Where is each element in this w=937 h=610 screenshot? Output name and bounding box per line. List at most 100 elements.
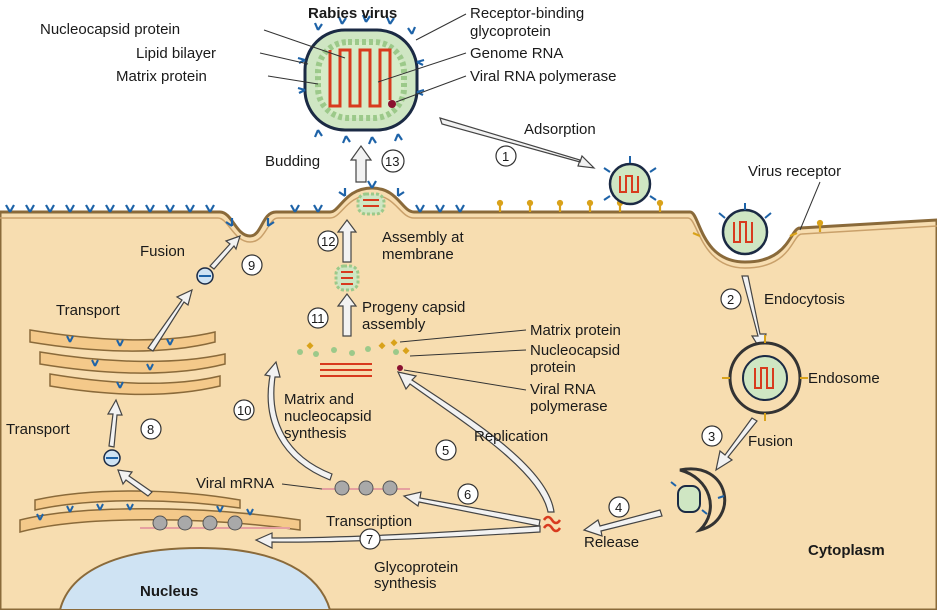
arrow-assembly-membrane [336, 219, 358, 263]
rabies-virion [297, 14, 425, 145]
label-nucleocapsid-line2: protein [530, 359, 576, 376]
virus-receptors [496, 199, 824, 238]
nucleus [58, 546, 332, 610]
step-11-label-line2: assembly [362, 316, 426, 333]
step-11-label-line1: Progeny capsid [362, 299, 465, 316]
step-7-badge [359, 528, 381, 550]
virus-leader-lines [259, 13, 467, 103]
budding-capsid [356, 192, 386, 216]
step-12-label-line1: Assembly at [382, 229, 465, 246]
arrow-replication [396, 371, 555, 513]
transport-vesicle-upper [196, 267, 214, 285]
step-10-number: 10 [237, 403, 251, 418]
virus-receptor-label: Virus receptor [748, 163, 841, 180]
arrow-capsid-assembly [336, 293, 358, 337]
viral-mrna-ribosomes [322, 480, 410, 496]
ribosomes-er [140, 515, 290, 531]
step-8-label: Transport [6, 421, 70, 438]
progeny-capsid [334, 264, 360, 292]
arrow-glycoprotein-synthesis [254, 525, 541, 549]
label-receptor-binding: Receptor-binding [470, 5, 584, 22]
arrow-golgi-to-vesicle [147, 288, 193, 352]
step-5-label: Replication [474, 428, 548, 445]
step-12-number: 12 [321, 234, 335, 249]
fused-endosome [670, 467, 727, 533]
label-polymerase-line1: Viral RNA [530, 381, 596, 398]
step-12-label-line2: membrane [382, 246, 454, 263]
step-11-number: 11 [311, 311, 325, 326]
virus-receptor-leader [799, 181, 821, 231]
step-6-number: 6 [464, 487, 471, 502]
step-1-label: Adsorption [524, 121, 596, 138]
step-5-number: 5 [442, 443, 449, 458]
label-polymerase-line2: polymerase [530, 398, 608, 415]
arrow-fusion-endosome [715, 417, 758, 472]
golgi-spikes [66, 335, 174, 389]
arrow-release [582, 509, 663, 537]
cytoplasm-label: Cytoplasm [808, 542, 885, 559]
label-lipid-bilayer: Lipid bilayer [136, 45, 216, 62]
arrow-er-to-vesicle [117, 469, 153, 497]
label-viral-rna-polymerase-top: Viral RNA polymerase [470, 68, 616, 85]
step-10-label-line2: nucleocapsid [284, 408, 372, 425]
label-nucleocapsid-protein-top: Nucleocapsid protein [40, 21, 180, 38]
arrow-vesicle-to-golgi [106, 398, 123, 448]
step-9-label: Fusion [140, 243, 185, 260]
step-1-badge [495, 145, 517, 167]
arrow-vesicle-fusion [209, 235, 241, 270]
step-5-badge [435, 439, 457, 461]
step-4-badge [608, 496, 630, 518]
arrow-adsorption [439, 117, 596, 169]
viral-mrna-label: Viral mRNA [196, 475, 274, 492]
adsorbing-virion [603, 156, 657, 206]
transport-vesicle-lower [103, 449, 121, 467]
viral-mrna-leader [281, 483, 323, 490]
label-genome-rna: Genome RNA [470, 45, 563, 62]
endocytosing-virion [718, 203, 772, 256]
step-12-badge [317, 230, 339, 252]
step-13-badge [381, 149, 405, 173]
golgi-apparatus [29, 329, 226, 395]
step-9-number: 9 [248, 258, 255, 273]
arrow-budding [349, 144, 373, 183]
membrane-glycoprotein-spikes [5, 180, 465, 227]
step-1-number: 1 [502, 149, 509, 164]
step-10-badge [233, 399, 255, 421]
step-10-label-line3: synthesis [284, 425, 347, 442]
step-9-badge [241, 254, 263, 276]
nucleus-label: Nucleus [140, 583, 198, 600]
arrow-matrix-synthesis [263, 360, 333, 481]
transport-label-upper: Transport [56, 302, 120, 319]
step-13-label: Budding [265, 153, 320, 170]
er-spikes [36, 503, 254, 521]
released-rna [542, 515, 562, 533]
step-2-number: 2 [727, 292, 734, 307]
step-6-badge [457, 483, 479, 505]
label-glycoprotein: glycoprotein [470, 23, 551, 40]
arrow-transcription [402, 491, 541, 527]
virus-title: Rabies virus [308, 5, 397, 22]
endosome [722, 335, 808, 421]
step-2-label: Endocytosis [764, 291, 845, 308]
label-nucleocapsid-line1: Nucleocapsid [530, 342, 620, 359]
step-3-number: 3 [708, 429, 715, 444]
label-matrix-protein: Matrix protein [530, 322, 621, 339]
step-3-badge [701, 425, 723, 447]
step-13-number: 13 [385, 154, 399, 169]
synthesized-proteins [297, 339, 410, 377]
step-7-label-line1: Glycoprotein [374, 559, 458, 576]
step-7-label-line2: synthesis [374, 575, 437, 592]
component-leader-lines [399, 329, 527, 391]
step-4-label: Release [584, 534, 639, 551]
step-10-label-line1: Matrix and [284, 391, 354, 408]
step-7-number: 7 [366, 532, 373, 547]
step-11-badge [307, 307, 329, 329]
step-2-badge [720, 288, 742, 310]
endoplasmic-reticulum [19, 490, 301, 533]
label-matrix-protein-top: Matrix protein [116, 68, 207, 85]
step-8-number: 8 [147, 422, 154, 437]
step-3-label: Fusion [748, 433, 793, 450]
endosome-label: Endosome [808, 370, 880, 387]
step-6-label: Transcription [326, 513, 412, 530]
